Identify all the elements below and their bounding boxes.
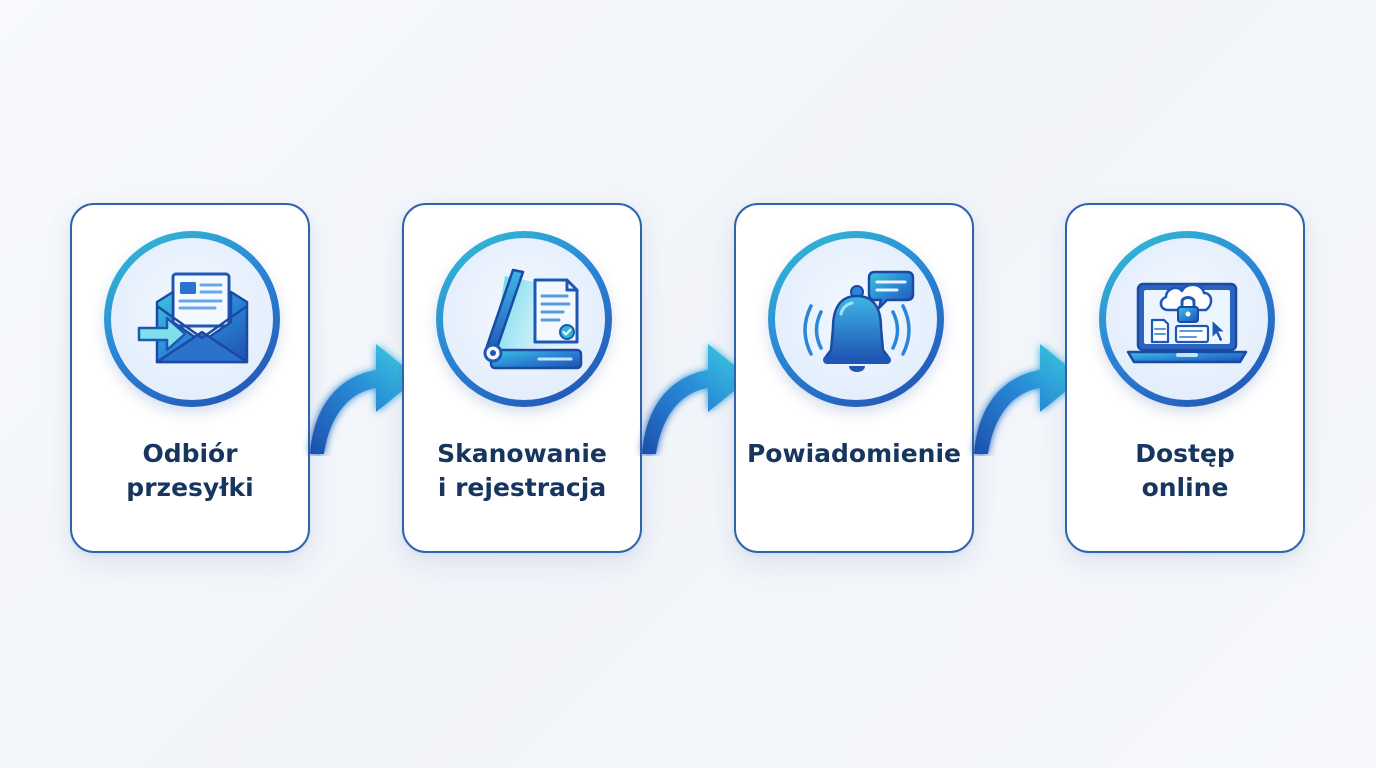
step-card-1: Odbiór przesyłki — [70, 203, 310, 553]
bell-notification-icon — [803, 270, 915, 372]
step-icon-ring-2 — [436, 231, 612, 407]
step-card-4: Dostęp online — [1065, 203, 1305, 553]
step-label-4-line1: Dostęp — [1135, 439, 1235, 468]
step-label-2-line2: i rejestracja — [437, 473, 607, 502]
step-label-1-line1: Odbiór — [142, 439, 238, 468]
step-label-4: Dostęp online — [1067, 437, 1303, 505]
step-label-1-line2: przesyłki — [126, 473, 254, 502]
step-icon-ring-4 — [1099, 231, 1275, 407]
step-card-2: Skanowanie i rejestracja — [402, 203, 642, 553]
step-label-4-line2: online — [1141, 473, 1229, 502]
step-label-3-line1: Powiadomienie — [746, 439, 961, 468]
laptop-cloud-lock-icon — [1126, 282, 1248, 364]
flow-arrow-3 — [974, 344, 1082, 454]
step-label-2: Skanowanie i rejestracja — [404, 437, 640, 505]
step-label-1: Odbiór przesyłki — [72, 437, 308, 505]
flow-arrow-1 — [310, 344, 418, 454]
step-icon-ring-1 — [104, 231, 280, 407]
scanner-icon — [483, 268, 583, 370]
step-icon-ring-3 — [768, 231, 944, 407]
step-label-2-line1: Skanowanie — [437, 439, 607, 468]
step-card-3: Powiadomienie — [734, 203, 974, 553]
flow-arrow-2 — [642, 344, 750, 454]
step-label-3: Powiadomienie — [736, 437, 972, 471]
envelope-icon — [137, 272, 249, 364]
